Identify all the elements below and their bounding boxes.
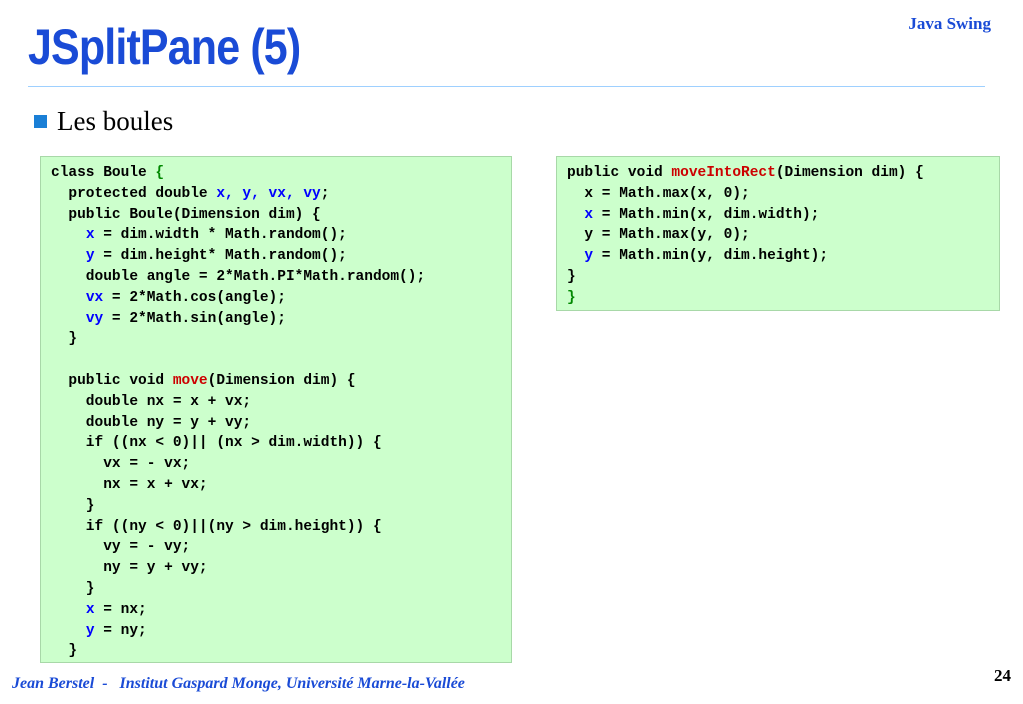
code-token: = nx; <box>94 601 147 618</box>
code-line: x = Math.min(x, dim.width); <box>567 205 989 226</box>
code-line: y = Math.max(y, 0); <box>567 225 989 246</box>
code-line: x = dim.width * Math.random(); <box>51 225 501 246</box>
code-line: public void move(Dimension dim) { <box>51 371 501 392</box>
code-token: } <box>567 268 576 285</box>
code-line: x = nx; <box>51 600 501 621</box>
code-token: y <box>85 622 95 639</box>
code-token <box>51 290 86 306</box>
code-line <box>51 350 501 371</box>
code-line: class Boule { <box>51 163 501 184</box>
code-token: public void <box>51 372 173 389</box>
code-token: vx = - vx; <box>51 456 191 473</box>
code-token: class Boule <box>51 165 156 181</box>
code-line: y = Math.min(y, dim.height); <box>567 246 989 267</box>
code-token <box>567 207 584 223</box>
code-token: vy = - vy; <box>51 539 191 556</box>
code-token: } <box>567 289 576 306</box>
code-line: y = dim.height* Math.random(); <box>51 246 501 267</box>
code-token: if ((ny < 0)||(ny > dim.height)) { <box>51 518 382 535</box>
code-token: (Dimension dim) { <box>775 165 924 181</box>
code-line: } <box>567 288 989 309</box>
page-number: 24 <box>994 666 1011 685</box>
code-token: double nx = x + vx; <box>51 393 252 410</box>
code-token: double ny = y + vy; <box>51 414 252 431</box>
code-token: = ny; <box>94 622 147 639</box>
code-token: } <box>51 331 78 348</box>
code-token: x <box>85 227 95 244</box>
code-token: } <box>51 497 95 514</box>
code-line: } <box>51 641 501 662</box>
code-token: { <box>155 165 165 181</box>
code-token: protected double <box>51 185 217 202</box>
code-token: x, y, vx, vy <box>216 185 321 202</box>
code-line: } <box>51 496 501 517</box>
code-block-move-into-rect: public void moveIntoRect(Dimension dim) … <box>556 156 1000 311</box>
code-token: vx <box>85 289 104 306</box>
code-line: nx = x + vx; <box>51 475 501 496</box>
code-line: } <box>51 579 501 600</box>
code-token: x <box>584 206 594 223</box>
code-line: } <box>567 267 989 288</box>
code-token: nx = x + vx; <box>51 476 208 493</box>
code-token: double angle = 2*Math.PI*Math.random(); <box>51 268 426 285</box>
code-line: x = Math.max(x, 0); <box>567 184 989 205</box>
code-token: = Math.min(y, dim.height); <box>593 248 829 265</box>
code-token <box>51 623 86 639</box>
code-line: } <box>51 329 501 350</box>
code-token: x = Math.max(x, 0); <box>567 185 750 202</box>
code-line: double angle = 2*Math.PI*Math.random(); <box>51 267 501 288</box>
bullet-text: Les boules <box>57 106 174 136</box>
code-token <box>51 248 86 264</box>
code-token <box>51 602 86 618</box>
code-line: double ny = y + vy; <box>51 413 501 434</box>
code-token: public void <box>567 165 672 181</box>
code-line: ny = y + vy; <box>51 558 501 579</box>
code-token: } <box>51 580 95 597</box>
code-token: moveIntoRect <box>671 165 776 181</box>
code-line: vx = 2*Math.cos(angle); <box>51 288 501 309</box>
bullet-item: Les boules <box>34 106 173 137</box>
code-token: move <box>172 372 208 389</box>
code-line: public Boule(Dimension dim) { <box>51 205 501 226</box>
code-line: if ((nx < 0)|| (nx > dim.width)) { <box>51 433 501 454</box>
code-line: double nx = x + vx; <box>51 392 501 413</box>
code-token: y = Math.max(y, 0); <box>567 227 750 244</box>
code-token <box>51 227 86 243</box>
code-token: = dim.height* Math.random(); <box>94 248 347 265</box>
code-token: = 2*Math.cos(angle); <box>103 289 286 306</box>
code-token: y <box>85 248 95 265</box>
square-bullet-icon <box>34 115 47 128</box>
code-token: = Math.min(x, dim.width); <box>593 206 820 223</box>
code-line: y = ny; <box>51 621 501 642</box>
course-label: Java Swing <box>908 14 991 33</box>
code-block-boule-class: class Boule { protected double x, y, vx,… <box>40 156 512 663</box>
code-token: ; <box>320 185 330 202</box>
code-line: vy = 2*Math.sin(angle); <box>51 309 501 330</box>
slide-title: JSplitPane (5) <box>28 19 301 75</box>
code-token <box>51 311 86 327</box>
code-token: if ((nx < 0)|| (nx > dim.width)) { <box>51 435 382 452</box>
code-token: ny = y + vy; <box>51 560 208 577</box>
code-line: if ((ny < 0)||(ny > dim.height)) { <box>51 517 501 538</box>
code-line: public void moveIntoRect(Dimension dim) … <box>567 163 989 184</box>
code-token: = 2*Math.sin(angle); <box>103 310 286 327</box>
title-divider <box>28 86 985 87</box>
code-token: public Boule(Dimension dim) { <box>51 206 321 223</box>
code-token: y <box>584 248 594 265</box>
code-token: x <box>85 601 95 618</box>
footer-author: Jean Berstel - Institut Gaspard Monge, U… <box>12 675 465 692</box>
code-token: (Dimension dim) { <box>207 372 356 389</box>
code-token <box>567 248 584 264</box>
code-token: vy <box>85 310 104 327</box>
code-token: } <box>51 643 78 660</box>
code-token: = dim.width * Math.random(); <box>94 227 347 244</box>
code-line: protected double x, y, vx, vy; <box>51 184 501 205</box>
code-line: vx = - vx; <box>51 454 501 475</box>
code-line: vy = - vy; <box>51 537 501 558</box>
